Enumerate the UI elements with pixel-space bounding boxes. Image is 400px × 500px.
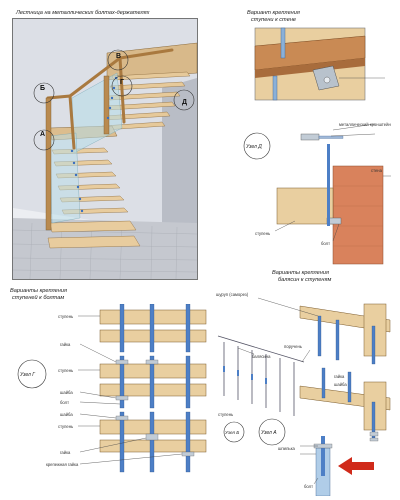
bolt-label-step-2: ступень: [58, 368, 74, 373]
step-bolt-diagram: Узел Г: [17, 304, 207, 473]
bolt-label-bolt: болт: [60, 400, 69, 405]
marker-b: Б: [40, 85, 45, 92]
baluster-caption-line1: Варианты крепления: [272, 270, 329, 276]
bolt-label-nut-2: гайка: [60, 450, 71, 455]
marker-a: А: [40, 131, 45, 138]
bolt-caption-line1: Варианты крепления: [10, 288, 67, 294]
bracket-label-metal-bracket: металлический кронштейн: [339, 122, 391, 127]
baluster-node-label-b: Узел Б: [225, 430, 239, 435]
stair-illustration-panel: Лестница на металлических болтах-держате…: [12, 10, 198, 280]
bolt-label-step-1: ступень: [58, 314, 74, 319]
baluster-label-screw: шуруп (саморез): [216, 292, 249, 297]
baluster-label-washer: шайба: [334, 382, 347, 387]
baluster-caption-line2: балясин к ступеням: [278, 277, 332, 283]
bolt-node-label: Узел Г: [20, 372, 36, 378]
marker-g: Г: [120, 79, 124, 86]
baluster-diagram: Узел А Узел Б шуруп (саморез) поручень б…: [216, 292, 391, 496]
bracket-caption-line1: Вариант крепления: [247, 10, 300, 16]
baluster-label-handrail: поручень: [284, 344, 303, 349]
step-bolt-panel: Варианты крепления ступеней к болтам Узе…: [8, 288, 214, 494]
baluster-label-bolt: болт: [304, 484, 313, 489]
wall-bracket-panel: Вариант крепления ступени к стене Узел Д: [235, 10, 395, 266]
bolt-label-washer: шайба: [60, 390, 73, 395]
baluster-label-nut: гайка: [334, 374, 345, 379]
baluster-label-step: ступень: [218, 412, 234, 417]
main-caption: Лестница на металлических болтах-держате…: [16, 10, 150, 16]
marker-d: Д: [182, 99, 187, 106]
bolt-caption-line2: ступеней к болтам: [12, 295, 65, 301]
marker-v: В: [116, 53, 121, 60]
bracket-label-wall: стена: [371, 168, 383, 173]
wall-bracket-diagram: Узел Д металлический кронштейн стена сту…: [243, 27, 391, 265]
baluster-label-stud: шпилька: [278, 446, 296, 451]
bracket-caption-line2: ступени к стене: [251, 17, 297, 23]
bracket-node-label: Узел Д: [246, 144, 262, 150]
baluster-panel: Варианты крепления балясин к ступеням: [214, 270, 396, 496]
bolt-label-fastening-nut: крепежная гайка: [46, 462, 79, 467]
bracket-label-step: ступень: [255, 231, 271, 236]
stair-illustration: А Б В Г Д: [12, 18, 198, 280]
bolt-label-step-3: ступень: [58, 424, 74, 429]
baluster-label-baluster: балясина: [252, 354, 271, 359]
bolt-label-nut: гайка: [60, 342, 71, 347]
bolt-label-washer-2: шайба: [60, 412, 73, 417]
baluster-node-label-a: Узел А: [261, 430, 277, 436]
bracket-label-bolt: болт: [321, 241, 330, 246]
